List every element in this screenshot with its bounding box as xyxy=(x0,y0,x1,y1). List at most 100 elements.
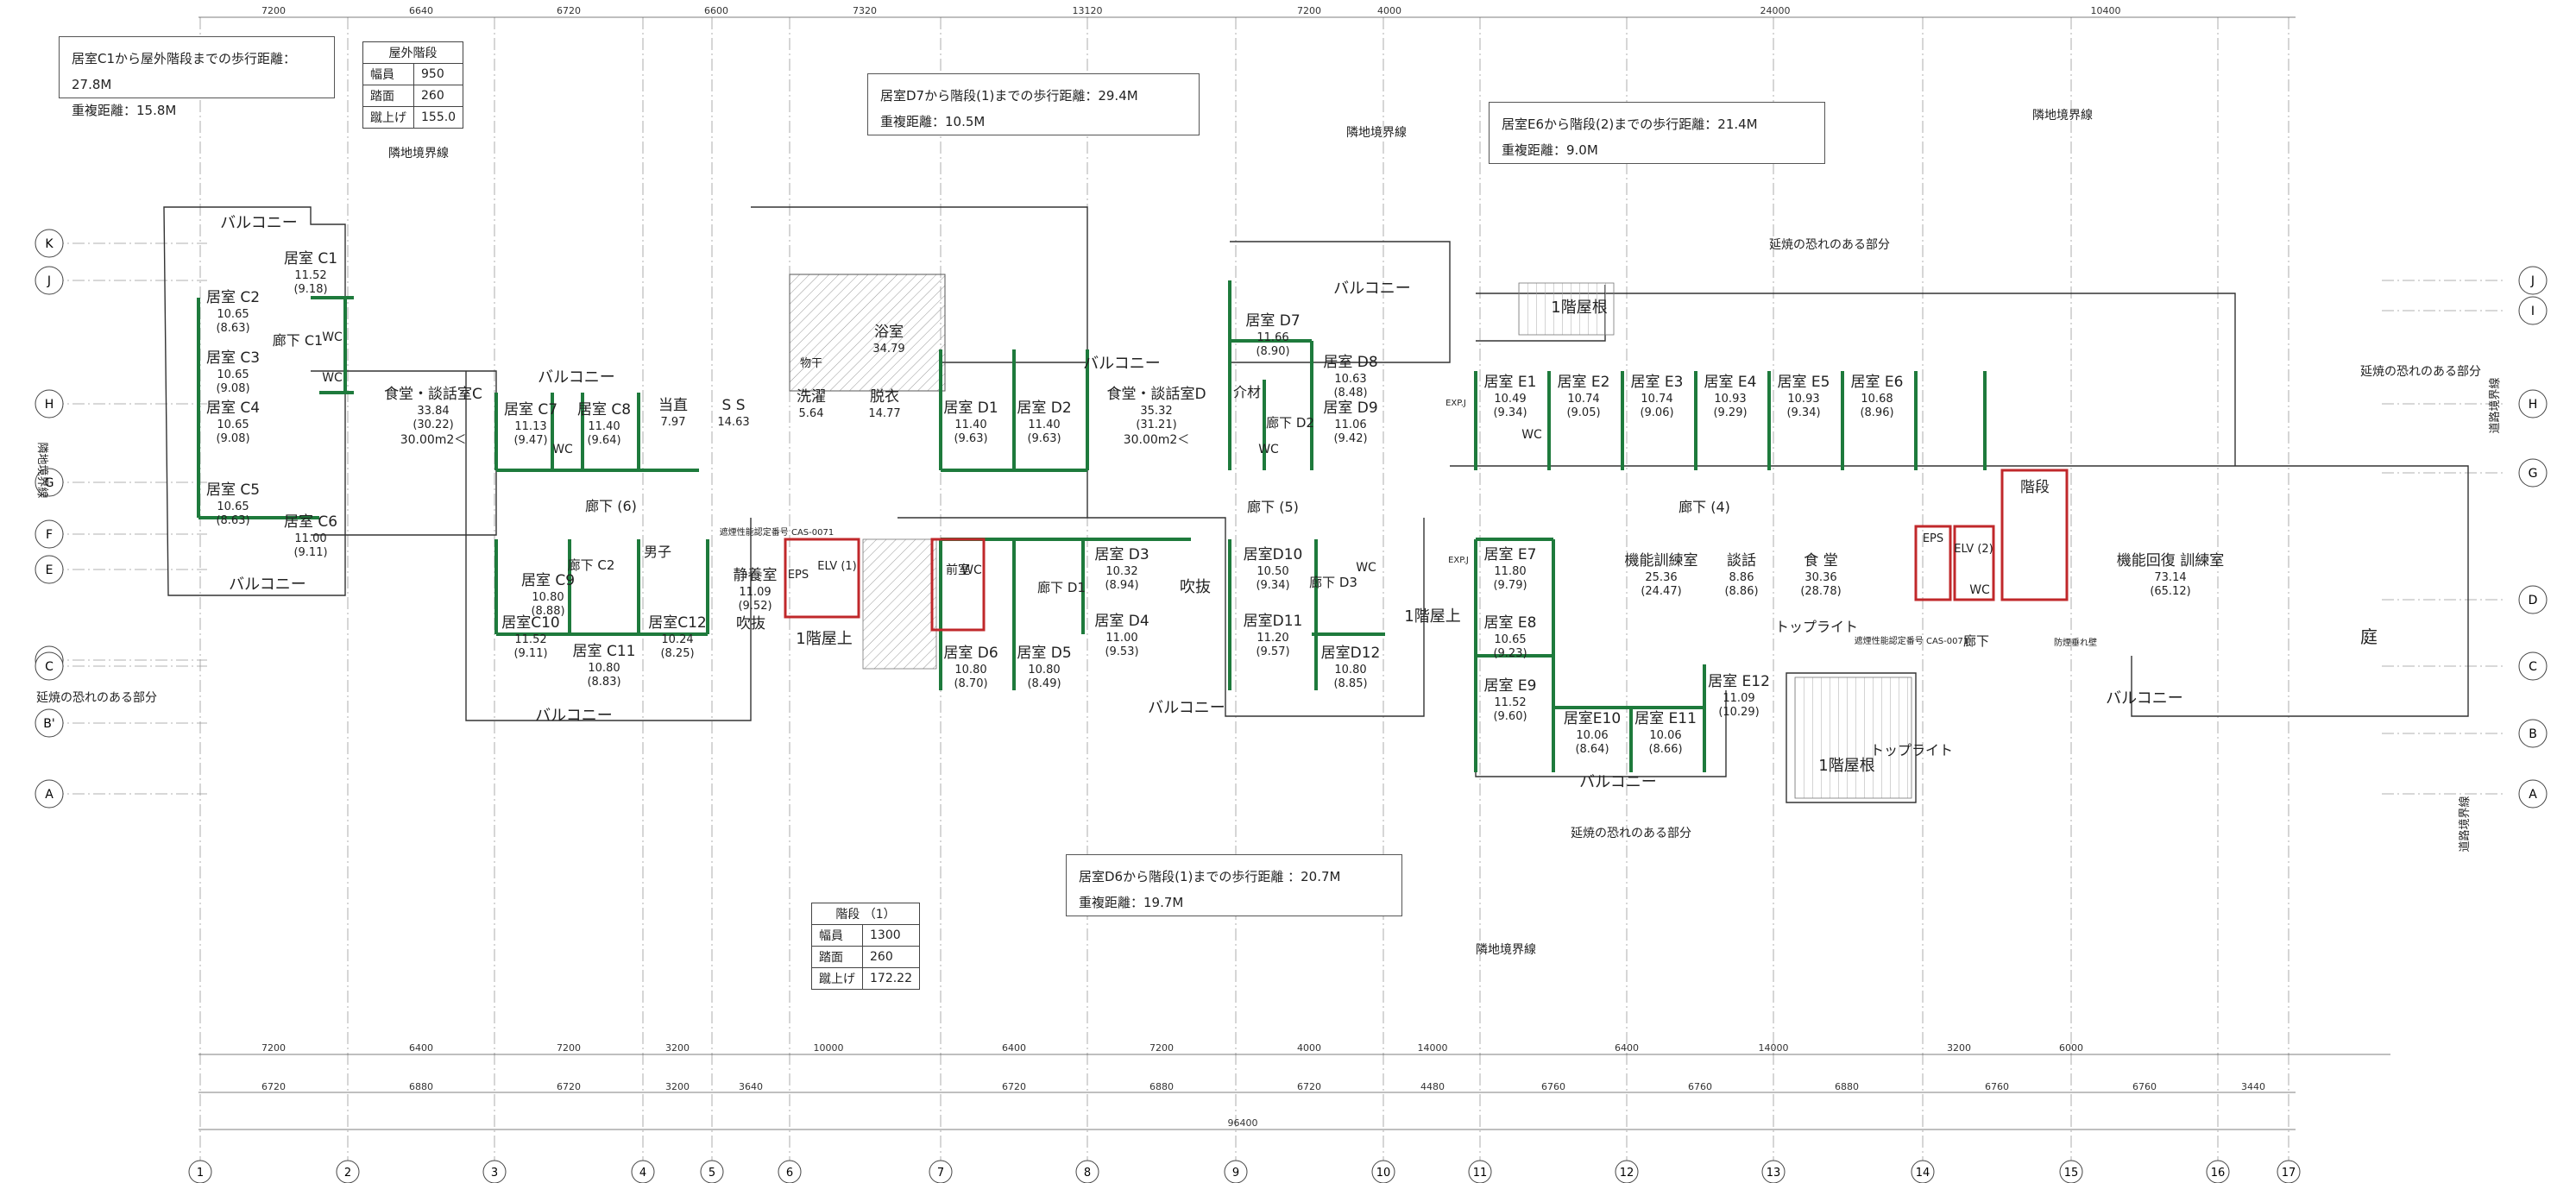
dimension-label: 14000 xyxy=(1418,1042,1448,1054)
road-boundary-label: 道路境界線 xyxy=(2458,796,2472,852)
dimension-label: 6600 xyxy=(704,5,728,16)
balcony-label: バルコニー xyxy=(220,214,298,232)
elevator-label: ELV (2) xyxy=(1954,543,1993,556)
wc-label: WC xyxy=(1969,583,1990,597)
grid-bubble-label: 12 xyxy=(1620,1167,1634,1180)
room-area-sub: (9.42) xyxy=(1333,432,1367,445)
room-area: 11.66 xyxy=(1257,331,1288,344)
table-cell: 蹴上げ xyxy=(811,967,863,990)
room-area: 73.14 xyxy=(2154,571,2186,584)
room-area-sub: (8.88) xyxy=(531,605,564,618)
room-area-sub: (9.63) xyxy=(954,432,987,445)
room-area-sub: (9.11) xyxy=(513,647,547,660)
balcony-label: バルコニー xyxy=(1333,280,1411,298)
room-area: 10.06 xyxy=(1576,729,1608,742)
grid-bubble-label: 2 xyxy=(344,1167,351,1180)
grid-bubble-col xyxy=(1371,1160,1395,1183)
room-area-sub: (9.34) xyxy=(1786,406,1820,419)
room-name: 居室D10 xyxy=(1244,546,1303,563)
grid-bubble-row xyxy=(2518,266,2548,295)
dimension-label: 3200 xyxy=(665,1042,690,1054)
room-area-sub: (30.22) xyxy=(413,418,453,431)
grid-bubble-label: 6 xyxy=(786,1167,793,1180)
table-cell: 1300 xyxy=(862,924,920,947)
room-name: S S xyxy=(722,397,746,414)
balcony-label: バルコニー xyxy=(2106,689,2183,708)
room-area-sub: (8.63) xyxy=(216,322,249,335)
wc-label: WC xyxy=(1258,443,1279,456)
room-area-sub: (8.94) xyxy=(1105,579,1138,592)
wc-label: WC xyxy=(961,563,982,577)
note-c1-line2: 重複距離：15.8M xyxy=(72,103,177,118)
room-area-sub: (9.05) xyxy=(1566,406,1600,419)
dimension-label: 10400 xyxy=(2091,5,2121,16)
room-area: 10.65 xyxy=(217,308,249,321)
dimension-label: 6400 xyxy=(409,1042,433,1054)
grid-bubble-label: C xyxy=(45,660,54,674)
dimension-label: 6880 xyxy=(409,1081,433,1092)
room-area: 11.52 xyxy=(1494,696,1526,709)
dimension-total: 96400 xyxy=(1228,1117,1258,1129)
room-label: 洗濯5.64 xyxy=(797,388,826,420)
room-area-sub: (8.25) xyxy=(660,647,694,660)
room-area: 11.09 xyxy=(739,586,771,599)
room-small-label: 男子 xyxy=(644,544,671,560)
grid-bubble-row xyxy=(2518,651,2548,681)
room-area-sub: (9.29) xyxy=(1713,406,1747,419)
building-outline xyxy=(163,206,2469,803)
room-name: 居室 E2 xyxy=(1558,374,1610,391)
balcony-label: バルコニー xyxy=(229,576,306,594)
dimension-label: 6880 xyxy=(1835,1081,1859,1092)
roof-area-2 xyxy=(1794,676,1912,799)
room-name: 居室 D9 xyxy=(1323,400,1377,417)
room-area-sub: (9.06) xyxy=(1640,406,1673,419)
room-area: 10.68 xyxy=(1861,393,1893,406)
room-name: 居室E10 xyxy=(1564,710,1621,727)
void-label: 吹抜 xyxy=(1180,578,1211,596)
room-name: 食堂・談話室C xyxy=(384,386,482,403)
balcony-label: バルコニー xyxy=(535,707,613,725)
room-area-sub: (9.57) xyxy=(1256,645,1289,658)
garden-label: 庭 xyxy=(2360,626,2378,647)
room-area-sub: (9.53) xyxy=(1105,645,1138,658)
room-name: 居室 C9 xyxy=(521,572,575,589)
fire-risk-label: 延焼の恐れのある部分 xyxy=(2360,365,2481,379)
room-area: 10.80 xyxy=(954,664,986,676)
room-name: 居室 C7 xyxy=(504,401,557,418)
grid-bubble-label: J xyxy=(47,274,51,288)
room-name: 居室C12 xyxy=(648,614,707,632)
room-name: 居室 E11 xyxy=(1634,710,1697,727)
boundary-label: 隣地境界線 xyxy=(1476,943,1536,957)
grid-bubble-label: 5 xyxy=(709,1167,715,1180)
room-area: 10.32 xyxy=(1105,565,1137,578)
wc-label: WC xyxy=(322,330,343,344)
dimension-label: 3640 xyxy=(739,1081,763,1092)
dimension-label: 6720 xyxy=(261,1081,286,1092)
grid-bubble-col xyxy=(2277,1160,2301,1183)
room-area: 10.80 xyxy=(588,662,620,675)
grid-bubble-label: G xyxy=(2529,467,2538,481)
grid-bubble-row xyxy=(2518,719,2548,748)
grid-bubble-label: 16 xyxy=(2211,1167,2226,1180)
grid-lines xyxy=(52,17,2503,1161)
fire-risk-label: 延焼の恐れのある部分 xyxy=(1769,238,1890,252)
room-name: 居室 D8 xyxy=(1323,354,1377,371)
grid-bubble-col xyxy=(336,1160,360,1183)
